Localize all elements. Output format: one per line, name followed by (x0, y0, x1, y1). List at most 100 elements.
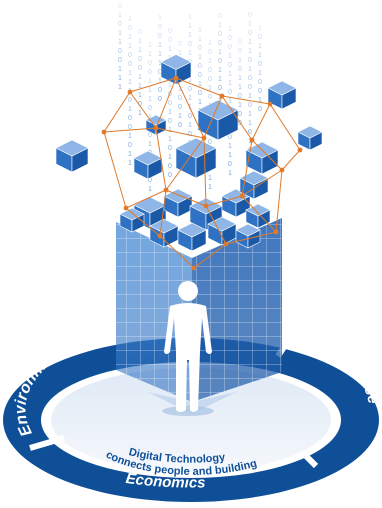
network-node-icon (127, 89, 133, 95)
binary-digit: 0 (208, 76, 212, 83)
binary-digit: 0 (228, 35, 232, 42)
binary-digit: 1 (148, 42, 152, 49)
binary-digit: 1 (158, 51, 162, 58)
network-link (103, 131, 127, 209)
network-link (203, 95, 223, 139)
binary-digit: 1 (118, 30, 122, 37)
binary-digit: 0 (128, 61, 132, 68)
binary-digit: 0 (218, 13, 222, 20)
binary-digit: 1 (188, 14, 192, 21)
binary-digit: 0 (178, 104, 182, 111)
binary-digit: 1 (218, 49, 222, 56)
binary-digit: 0 (198, 90, 202, 97)
binary-digit: 1 (218, 67, 222, 74)
binary-digit: 0 (168, 100, 172, 107)
binary-digit: 1 (148, 186, 152, 193)
binary-digit: 1 (248, 21, 252, 28)
network-link (103, 91, 131, 133)
binary-digit: 1 (218, 76, 222, 83)
network-link (193, 243, 227, 269)
binary-digit: 0 (148, 60, 152, 67)
network-link (203, 137, 207, 207)
network-node-icon (201, 135, 207, 141)
binary-digit: 1 (248, 111, 252, 118)
binary-digit: 1 (188, 50, 192, 57)
network-link (159, 189, 167, 237)
binary-digit: 1 (238, 102, 242, 109)
binary-digit: 0 (238, 111, 242, 118)
network-link (221, 95, 271, 105)
network-link (155, 127, 205, 139)
data-cube-icon (239, 170, 269, 200)
binary-digit: 1 (128, 43, 132, 50)
network-link (241, 195, 277, 233)
binary-digit: 1 (238, 84, 242, 91)
binary-digit: 0 (118, 48, 122, 55)
network-link (175, 77, 205, 139)
binary-digit: 1 (208, 175, 212, 182)
binary-digit: 0 (218, 31, 222, 38)
binary-digit: 0 (218, 40, 222, 47)
binary-digit: 0 (238, 120, 242, 127)
binary-digit: 0 (248, 12, 252, 19)
network-node-icon (191, 265, 197, 271)
network-link (251, 139, 283, 171)
binary-digit: 1 (238, 75, 242, 82)
network-link (129, 91, 157, 129)
binary-digit: 1 (168, 82, 172, 89)
binary-digit: 1 (188, 77, 192, 84)
binary-digit: 0 (198, 45, 202, 52)
network-link (129, 77, 177, 93)
binary-digit: 0 (148, 69, 152, 76)
binary-digit: 1 (128, 16, 132, 23)
binary-digit: 1 (228, 71, 232, 78)
binary-digit: 0 (208, 139, 212, 146)
binary-digit: 0 (168, 172, 172, 179)
network-link (221, 95, 253, 141)
data-cube-icon (55, 139, 89, 173)
binary-digit: 0 (188, 113, 192, 120)
binary-digit: 0 (248, 30, 252, 37)
binary-digit: 0 (258, 61, 262, 68)
binary-digit: 1 (228, 170, 232, 177)
tower-block (235, 223, 261, 249)
network-node-icon (297, 147, 303, 153)
binary-digit: 1 (128, 79, 132, 86)
binary-digit: 0 (118, 3, 122, 10)
binary-digit: 0 (128, 115, 132, 122)
binary-digit: 1 (228, 152, 232, 159)
binary-digit: 0 (228, 161, 232, 168)
binary-digit: 1 (228, 80, 232, 87)
binary-digit: 1 (258, 70, 262, 77)
binary-digit: 0 (238, 48, 242, 55)
binary-digit: 0 (158, 87, 162, 94)
binary-digit: 0 (128, 142, 132, 149)
binary-digit: 0 (128, 97, 132, 104)
network-node-icon (279, 167, 285, 173)
network-node-icon (163, 187, 169, 193)
network-node-icon (239, 193, 245, 199)
binary-digit: 1 (158, 60, 162, 67)
network-link (241, 139, 253, 197)
binary-digit: 1 (128, 151, 132, 158)
binary-digit: 0 (208, 67, 212, 74)
binary-digit: 0 (178, 122, 182, 129)
network-link (175, 77, 223, 97)
data-cube-icon (145, 114, 167, 136)
binary-digit: 1 (118, 39, 122, 46)
binary-digit: 1 (228, 143, 232, 150)
binary-digit: 1 (258, 25, 262, 32)
binary-digit: 0 (248, 57, 252, 64)
binary-digit: 0 (168, 145, 172, 152)
binary-digit: 0 (138, 101, 142, 108)
binary-digit: 0 (238, 39, 242, 46)
data-cube-icon (267, 80, 297, 110)
binary-digit: 0 (188, 131, 192, 138)
binary-digit: 1 (118, 84, 122, 91)
tower-block (207, 216, 237, 246)
binary-digit: 1 (138, 83, 142, 90)
network-node-icon (101, 129, 107, 135)
binary-digit: 0 (258, 79, 262, 86)
binary-digit: 1 (198, 36, 202, 43)
binary-digit: 1 (148, 96, 152, 103)
